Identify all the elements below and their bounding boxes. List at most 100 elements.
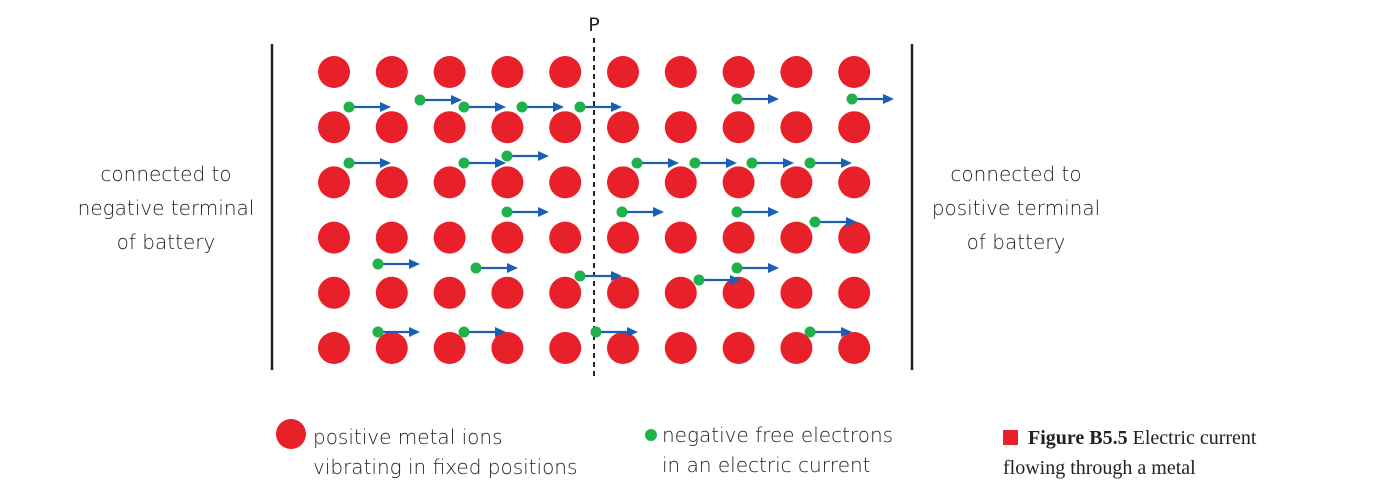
arrow-head (768, 263, 779, 273)
metal-ions (318, 56, 871, 364)
electron-dot (846, 93, 858, 105)
arrow-head (538, 151, 549, 161)
electron-dot (501, 206, 513, 218)
arrow-head (783, 158, 794, 168)
metal-ion (549, 276, 582, 309)
metal-ion (838, 56, 871, 88)
metal-ion (838, 332, 871, 364)
metal-ion (375, 332, 408, 364)
metal-ion (607, 166, 639, 199)
metal-ion (318, 166, 350, 199)
arrow-head (668, 158, 679, 168)
metal-ion (549, 56, 582, 88)
figure-caption-text-2: flowing through a metal (1003, 457, 1196, 479)
arrow-head (611, 271, 622, 281)
legend-electron-line-2: in an electric current (662, 453, 871, 477)
free-electron (746, 157, 794, 169)
free-electron (470, 262, 518, 274)
free-electron (574, 101, 622, 113)
free-electron (372, 326, 420, 338)
metal-ion (549, 221, 582, 254)
metal-ion (433, 56, 466, 88)
metal-ion (375, 111, 408, 144)
free-electron (731, 206, 779, 218)
metal-ion (375, 276, 408, 309)
electron-dot (693, 274, 705, 286)
free-electron (731, 93, 779, 105)
arrow-head (611, 102, 622, 112)
metal-ion (318, 221, 350, 254)
free-electron (516, 101, 564, 113)
arrow-head (451, 95, 462, 105)
point-p-label: P (588, 14, 599, 36)
free-electron (689, 157, 737, 169)
arrow-head (846, 217, 857, 227)
electron-dot (590, 326, 602, 338)
metal-ion (318, 332, 350, 364)
legend-electron-line-1: negative free electrons (662, 423, 894, 447)
legend-ion-line-1: positive metal ions (313, 425, 503, 449)
metal-ion (838, 221, 871, 254)
arrow-head (768, 207, 779, 217)
electron-dot (343, 157, 355, 169)
electron-dot (458, 101, 470, 113)
metal-ion (433, 221, 466, 254)
metal-ion (375, 221, 408, 254)
arrow-head (841, 327, 852, 337)
figure-number: Figure B5.5 (1028, 427, 1128, 449)
free-electron (574, 270, 622, 282)
free-electron (804, 157, 852, 169)
positive-terminal-label-line-2: positive terminal (931, 196, 1101, 220)
arrow-head (409, 327, 420, 337)
electron-dot (809, 216, 821, 228)
metal-ion (838, 276, 871, 309)
legend-ion-line-2: vibrating in fixed positions (313, 455, 578, 479)
electron-dot (804, 157, 816, 169)
legend-electron-icon (645, 429, 657, 441)
free-electron (372, 258, 420, 270)
metal-ion (664, 166, 697, 199)
metal-ion (549, 166, 582, 199)
positive-terminal-label-line-3: of battery (966, 230, 1066, 254)
free-electron (631, 157, 679, 169)
metal-ion (722, 111, 755, 144)
negative-terminal-label-line-2: negative terminal (77, 196, 255, 220)
electron-dot (343, 101, 355, 113)
metal-ion (491, 111, 524, 144)
metal-ion (607, 111, 639, 144)
arrow-head (495, 158, 506, 168)
free-electron (809, 216, 857, 228)
figure-caption-text-1: Electric current (1132, 427, 1257, 449)
metal-ion (838, 166, 871, 199)
metal-ion (433, 332, 466, 364)
metal-ion (433, 276, 466, 309)
metal-ion (375, 56, 408, 88)
free-electron (458, 157, 506, 169)
free-electrons (343, 93, 894, 338)
electron-dot (414, 94, 426, 106)
free-electron (343, 157, 391, 169)
metal-ion (664, 111, 697, 144)
free-electron (414, 94, 462, 106)
arrow-head (507, 263, 518, 273)
metal-ion (722, 166, 755, 199)
metal-ion (318, 111, 350, 144)
arrow-head (409, 259, 420, 269)
electron-dot (458, 326, 470, 338)
metal-ion (491, 276, 524, 309)
free-electron (501, 150, 549, 162)
metal-ion (318, 56, 350, 88)
arrow-head (495, 102, 506, 112)
electron-dot (574, 101, 586, 113)
caption-square-icon (1003, 430, 1018, 445)
metal-ion (607, 276, 639, 309)
free-electron (501, 206, 549, 218)
free-electron (590, 326, 638, 338)
metal-ion (664, 56, 697, 88)
arrow-head (730, 275, 741, 285)
metal-ion (780, 221, 813, 254)
electron-dot (616, 206, 628, 218)
arrow-head (380, 158, 391, 168)
metal-ion (318, 276, 350, 309)
